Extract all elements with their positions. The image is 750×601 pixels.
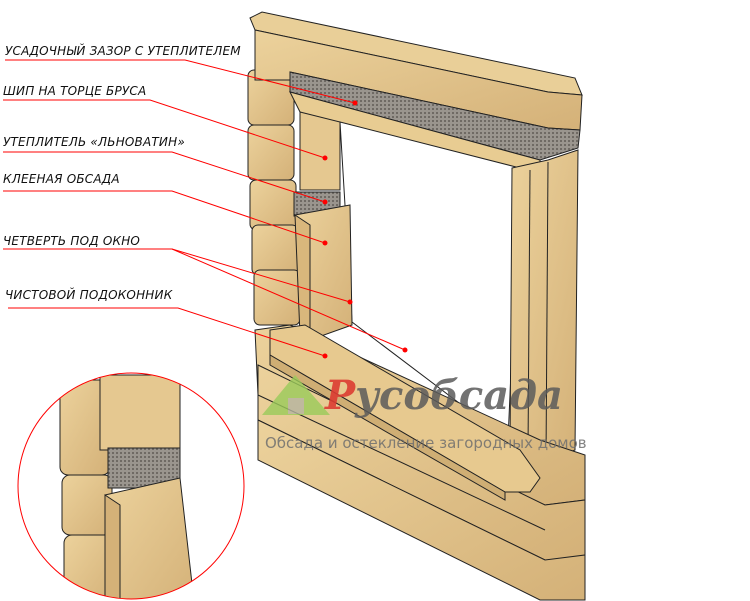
leader-dots: [322, 100, 408, 359]
label-finish-sill: ЧИСТОВОЙ ПОДОКОННИК: [5, 288, 173, 302]
watermark-brand: Русобсада: [325, 372, 563, 419]
label-shrinkage-gap: УСАДОЧНЫЙ ЗАЗОР С УТЕПЛИТЕЛЕМ: [5, 44, 241, 58]
right-casing-post: [509, 149, 579, 463]
label-window-rebate: ЧЕТВЕРТЬ ПОД ОКНО: [3, 234, 141, 248]
top-beam: [249, 11, 583, 176]
watermark-logo-icon: [262, 375, 330, 415]
sill: [269, 324, 541, 501]
left-casing-post: [293, 111, 353, 341]
label-glued-casing: КЛЕЕНАЯ ОБСАДА: [3, 172, 120, 186]
watermark-tagline: Обсада и остекление загородных домов: [265, 434, 587, 452]
label-end-tenon: ШИП НА ТОРЦЕ БРУСА: [3, 84, 147, 98]
detail-circle: [17, 372, 245, 600]
left-wall-logs: [247, 69, 301, 326]
leader-lines: [3, 59, 406, 357]
detail-inset: [18, 373, 244, 599]
label-insulation: УТЕПЛИТЕЛЬ «ЛЬНОВАТИН»: [3, 135, 185, 149]
